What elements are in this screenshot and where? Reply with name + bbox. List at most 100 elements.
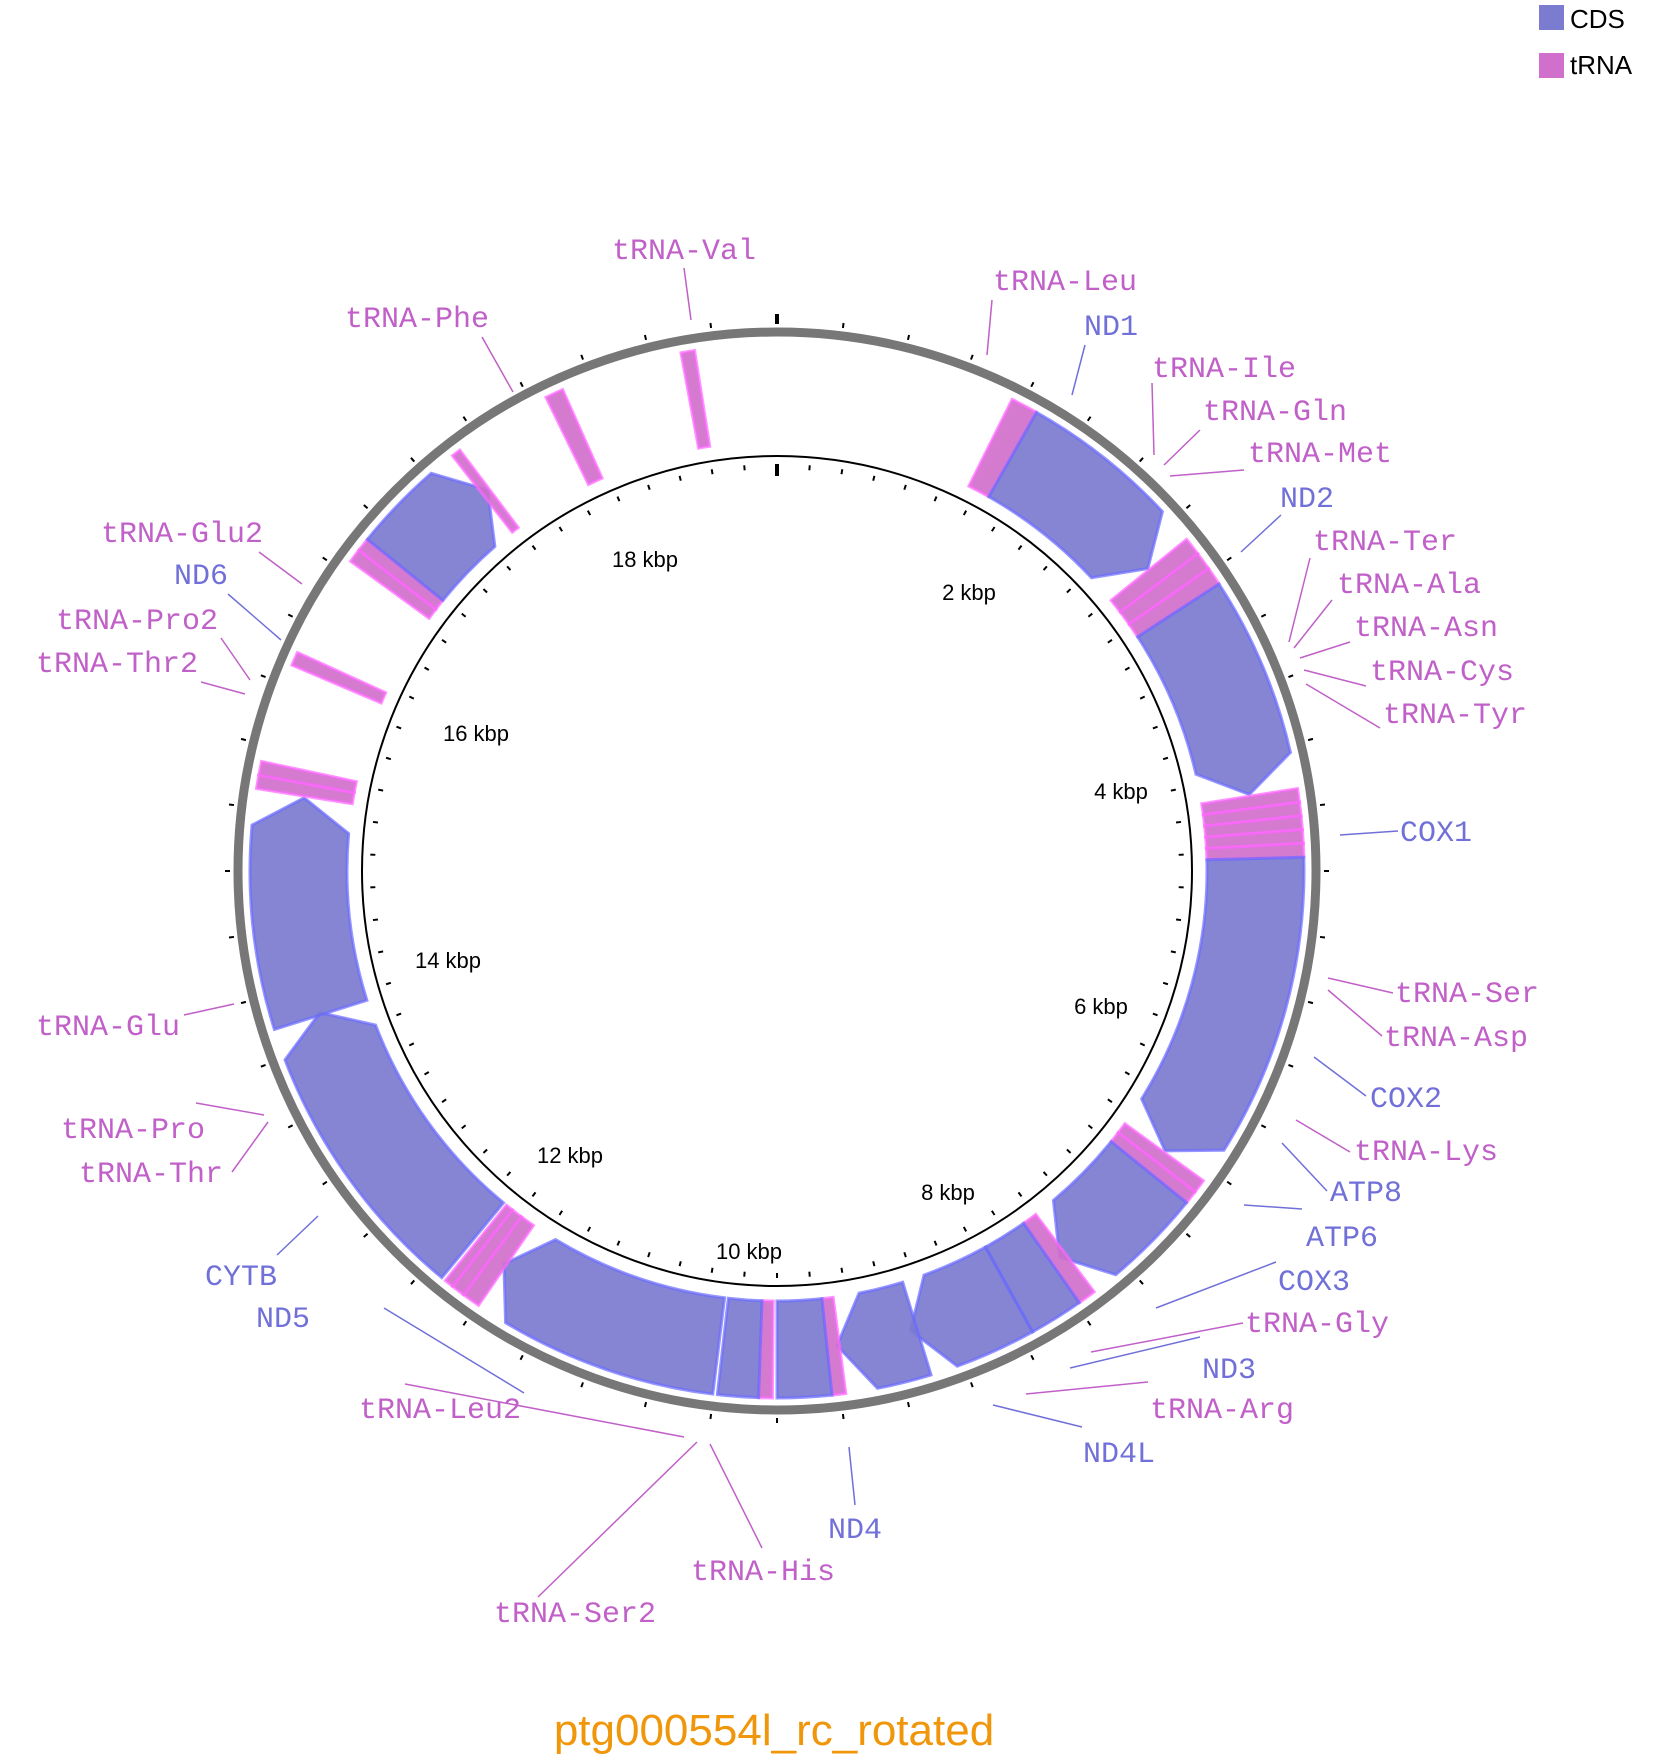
inner-tick: [531, 545, 537, 551]
outer-tick: [240, 1000, 247, 1005]
outer-tick: [1185, 1232, 1191, 1238]
feature-nd1: [986, 410, 1165, 580]
leader-line-cytb: [276, 1215, 319, 1256]
inner-tick: [1042, 1171, 1048, 1177]
inner-tick: [424, 1071, 430, 1076]
inner-tick: [1139, 695, 1146, 700]
inner-tick: [441, 638, 447, 644]
inner-tick: [840, 469, 844, 475]
outer-tick: [709, 322, 713, 329]
inner-tick: [1087, 612, 1093, 618]
feature-nd4: [502, 1237, 727, 1396]
legend: CDS tRNA: [1539, 4, 1633, 80]
outer-tick: [287, 613, 294, 618]
label-cox2: COX2: [1370, 1083, 1442, 1117]
legend-cds-label: CDS: [1570, 4, 1625, 34]
label-trna-lys: tRNA-Lys: [1354, 1136, 1498, 1170]
scale-label: 6 kbp: [1074, 994, 1128, 1019]
leader-line-trna-met: [1169, 469, 1245, 477]
feature-layer: [248, 348, 1306, 1400]
label-cox3: COX3: [1278, 1266, 1350, 1300]
feature-trna-leu2: [443, 1203, 515, 1289]
map-title: ptg000554l_rc_rotated: [554, 1706, 994, 1755]
label-atp8: ATP8: [1330, 1177, 1402, 1211]
label-trna-thr2: tRNA-Thr2: [36, 648, 198, 682]
label-trna-ser2: tRNA-Ser2: [494, 1598, 656, 1632]
outer-tick: [1319, 803, 1326, 807]
outer-tick: [240, 737, 247, 742]
inner-tick: [1152, 725, 1158, 730]
inner-circle: [361, 455, 1193, 1287]
outer-tick: [363, 504, 369, 510]
outer-tick: [287, 1124, 294, 1129]
outer-ring: [233, 327, 1321, 1415]
leader-line-trna-gln: [1163, 429, 1201, 466]
inner-tick: [372, 918, 379, 922]
label-trna-thr: tRNA-Thr: [79, 1158, 223, 1192]
feature-nd2: [1135, 581, 1293, 797]
inner-tick: [647, 484, 651, 491]
label-trna-met: tRNA-Met: [1248, 438, 1392, 472]
inner-tick: [647, 1251, 651, 1258]
inner-tick: [1175, 820, 1182, 824]
inner-tick: [1107, 1098, 1113, 1104]
outer-tick: [1086, 416, 1092, 422]
scale-label: 8 kbp: [921, 1180, 975, 1205]
inner-tick: [678, 475, 682, 481]
leader-line-trna-glu: [183, 1003, 235, 1016]
outer-tick: [1138, 457, 1144, 463]
inner-tick: [1162, 981, 1169, 986]
feature-cox3: [835, 1280, 933, 1390]
outer-tick: [228, 803, 235, 807]
inner-tick: [1087, 1124, 1093, 1130]
label-trna-ser: tRNA-Ser: [1395, 978, 1539, 1012]
outer-tick: [1185, 504, 1191, 510]
legend-cds-swatch: [1539, 5, 1564, 30]
label-trna-tyr: tRNA-Tyr: [1383, 699, 1527, 733]
inner-tick: [1162, 756, 1169, 761]
inner-tick: [840, 1267, 844, 1273]
inner-tick: [1170, 788, 1176, 792]
inner-tick: [378, 788, 384, 792]
scale-label: 16 kbp: [443, 721, 509, 746]
outer-tick: [970, 354, 974, 360]
scale-label: 10 kbp: [716, 1239, 782, 1264]
outer-tick: [1319, 935, 1326, 939]
inner-tick: [1152, 1012, 1158, 1017]
outer-tick: [1260, 1124, 1267, 1129]
scale-label: 18 kbp: [612, 547, 678, 572]
leader-line-trna-pro2: [220, 637, 251, 681]
label-nd6: ND6: [174, 560, 228, 594]
inner-tick: [558, 526, 563, 532]
inner-tick: [1170, 950, 1176, 954]
outer-tick: [462, 416, 468, 422]
inner-tick: [616, 496, 621, 502]
outer-tick: [906, 334, 911, 341]
leader-line-cox1: [1339, 830, 1399, 836]
inner-tick: [396, 725, 402, 730]
feature-trna-glu: [289, 650, 388, 705]
inner-tick: [1124, 1071, 1130, 1076]
leader-line-nd4l: [992, 1404, 1083, 1428]
leader-line-nd6: [227, 593, 282, 641]
outer-tick: [643, 334, 648, 341]
label-trna-asp: tRNA-Asp: [1384, 1022, 1528, 1056]
outer-tick: [410, 457, 416, 463]
label-atp6: ATP6: [1306, 1222, 1378, 1256]
leader-line-cox2: [1313, 1056, 1367, 1097]
outer-tick: [462, 1320, 468, 1326]
inner-tick: [1066, 588, 1072, 594]
outer-tick: [1288, 1064, 1294, 1068]
leader-line-nd1: [1071, 344, 1086, 396]
inner-tick: [1139, 1042, 1146, 1047]
inner-tick: [1124, 666, 1130, 671]
inner-tick: [461, 612, 467, 618]
label-trna-pro: tRNA-Pro: [61, 1114, 205, 1148]
inner-tick: [408, 1042, 415, 1047]
outer-tick: [1226, 556, 1232, 562]
label-trna-glu2: tRNA-Glu2: [101, 518, 263, 552]
leader-line-trna-leu: [986, 299, 993, 356]
outer-tick: [709, 1413, 713, 1420]
